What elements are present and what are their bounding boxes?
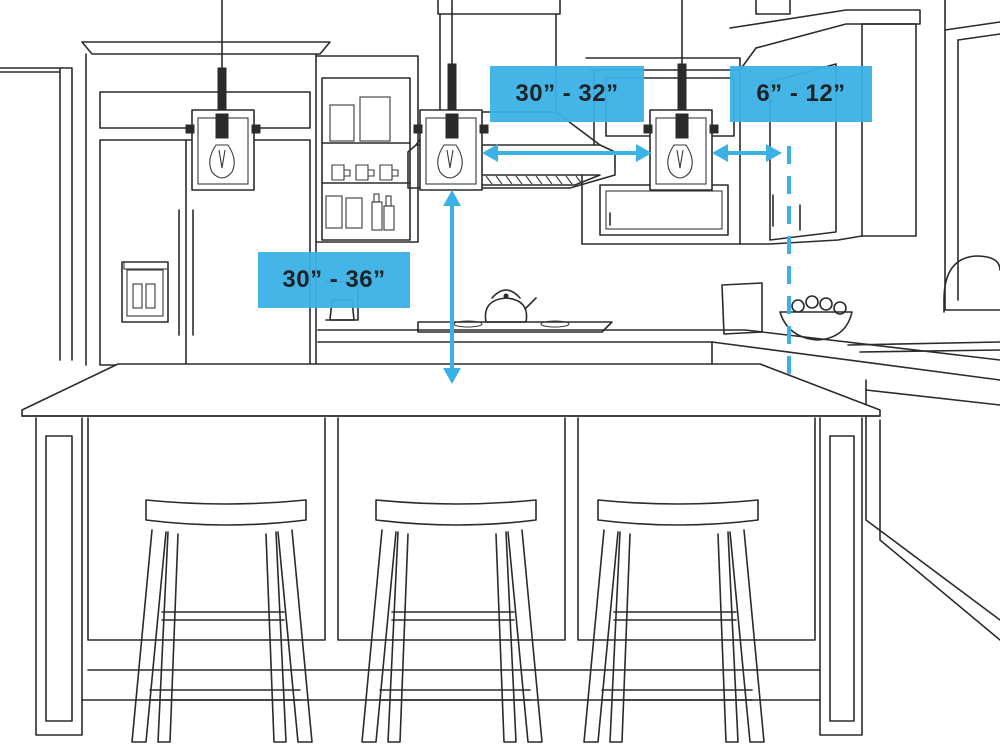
right-window bbox=[944, 0, 1000, 311]
wall-offset-label: 6” - 12” bbox=[730, 66, 872, 122]
height-above-island-label: 30” - 36” bbox=[258, 252, 410, 308]
bar-stool bbox=[583, 499, 765, 743]
bar-stool bbox=[361, 499, 543, 743]
pendant-light bbox=[413, 0, 489, 191]
pendant-spacing-label: 30” - 32” bbox=[490, 66, 644, 122]
pendant-spacing-arrow bbox=[482, 144, 652, 162]
glass-cabinet bbox=[315, 55, 419, 243]
kitchen-island bbox=[21, 363, 881, 736]
sink-faucet bbox=[943, 255, 1000, 313]
kettle bbox=[484, 289, 537, 323]
pendant-light bbox=[643, 0, 719, 191]
left-wall-frame bbox=[0, 67, 73, 361]
fruit-bowl bbox=[721, 282, 853, 341]
bar-stool bbox=[131, 499, 313, 743]
pendant-light bbox=[185, 0, 261, 191]
height-above-island-arrow bbox=[443, 190, 461, 384]
refrigerator bbox=[81, 41, 331, 366]
upper-cabinets-right bbox=[581, 0, 921, 245]
wall-offset-arrow bbox=[712, 144, 782, 162]
back-counter bbox=[317, 320, 1000, 641]
